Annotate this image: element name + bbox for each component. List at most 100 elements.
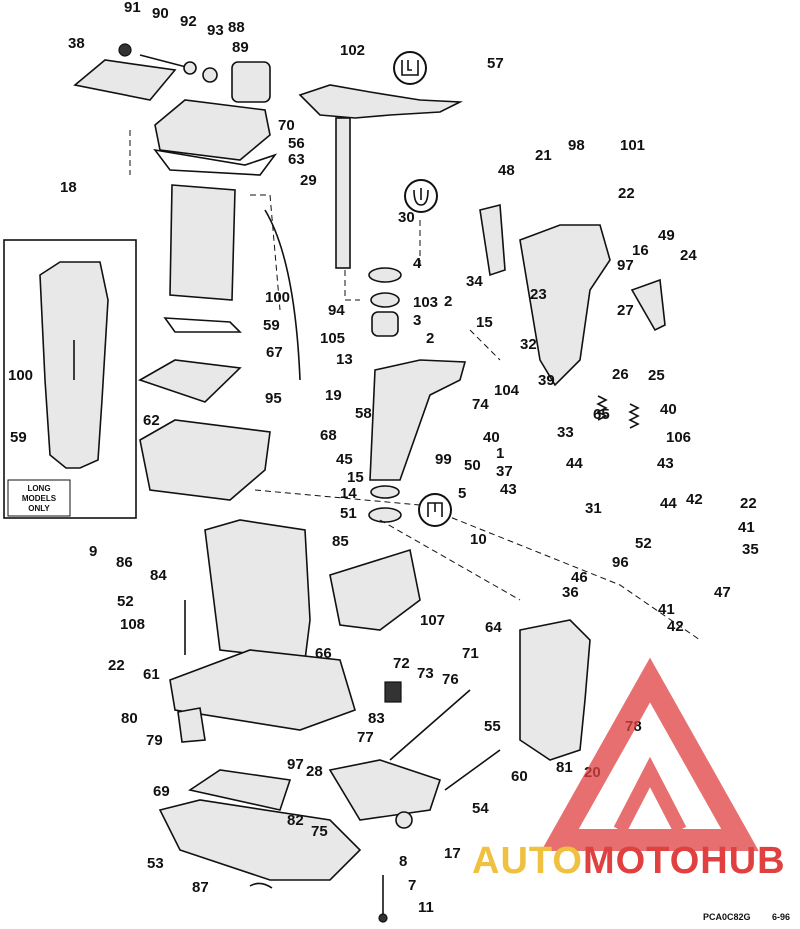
callout-41: 41 [738,519,755,536]
callout-2: 2 [444,293,452,310]
callout-41: 41 [658,601,675,618]
callout-17: 17 [444,845,461,862]
watermark-inner-mark [613,756,687,834]
callout-44: 44 [660,495,677,512]
inset-frame [3,239,137,519]
callout-15: 15 [476,314,493,331]
callout-59: 59 [263,317,280,334]
callout-45: 45 [336,451,353,468]
callout-56: 56 [288,135,305,152]
callout-37: 37 [496,463,513,480]
callout-70: 70 [278,117,295,134]
watermark-brand-auto: AUTO [472,840,583,882]
inset-note-line-1: LONG [27,484,50,493]
callout-92: 92 [180,13,197,30]
callout-40: 40 [483,429,500,446]
callout-52: 52 [117,593,134,610]
part-stern-bracket-28 [519,619,591,761]
callout-107: 107 [420,612,445,629]
part-washer-93 [202,67,218,83]
callout-102: 102 [340,42,365,59]
part-bushing-103 [370,292,400,308]
callout-27: 27 [617,302,634,319]
callout-5: 5 [458,485,466,502]
part-steering-shaft-29 [335,117,351,269]
part-lever-24 [630,278,666,332]
callout-54: 54 [472,800,489,817]
part-gasket-59 [163,317,242,333]
part-plate-60 [187,769,292,811]
callout-4: 4 [413,255,422,272]
assembly-lines [129,130,701,641]
part-steering-arm [298,84,464,119]
part-stern-bracket-23 [519,224,611,387]
callout-67: 67 [266,344,283,361]
part-bushing-3 [371,311,399,337]
figure-code: PCA0C82G [703,912,751,922]
callout-50: 50 [464,457,481,474]
callout-79: 79 [146,732,163,749]
part-cover-64 [329,548,421,631]
long-models-inset: LONG MODELS ONLY [3,239,137,519]
callout-30: 30 [398,209,415,226]
parts [73,43,666,923]
callout-33: 33 [557,424,574,441]
callout-55: 55 [484,718,501,735]
part-nut-6 [378,913,388,923]
callout-52: 52 [635,535,652,552]
callout-61: 61 [143,666,160,683]
callout-13: 13 [336,351,353,368]
callout-38: 38 [68,35,85,52]
callout-68: 68 [320,427,337,444]
callout-95: 95 [265,390,282,407]
callout-1: 1 [496,445,504,462]
part-lower-motor-cover [169,649,356,731]
callout-39: 39 [538,372,555,389]
callout-63: 63 [288,151,305,168]
callout-44: 44 [566,455,583,472]
callout-60: 60 [511,768,528,785]
callout-93: 93 [207,22,224,39]
callout-9: 9 [89,543,97,560]
callout-42: 42 [686,491,703,508]
callout-91: 91 [124,0,141,16]
callout-3: 3 [413,312,421,329]
part-lower-cover-8 [158,799,362,881]
callout-83: 83 [368,710,385,727]
inset-note-line-3: ONLY [28,504,50,513]
callout-46: 46 [571,569,588,586]
callout-77: 77 [357,729,374,746]
watermark-brand-moto: MOTO [583,840,700,882]
callout-72: 72 [393,655,410,672]
callout-47: 47 [714,584,731,601]
callout-22: 22 [618,185,635,202]
callout-101: 101 [620,137,645,154]
callout-7: 7 [408,877,416,894]
callout-108: 108 [120,616,145,633]
callout-99: 99 [435,451,452,468]
callout-36: 36 [562,584,579,601]
callout-103: 103 [413,294,438,311]
callout-18: 18 [60,179,77,196]
part-exhaust-tube [169,184,236,301]
callout-89: 89 [232,39,249,56]
part-exhaust-housing-61 [204,519,311,661]
part-plate-38 [73,59,177,101]
callout-49: 49 [658,227,675,244]
callout-14: 14 [340,485,357,502]
callout-90: 90 [152,5,169,22]
callout-88: 88 [228,19,245,36]
watermark-brand: AUTOMOTOHUB [472,840,786,882]
part-washer-92 [183,61,197,75]
callout-29: 29 [300,172,317,189]
callout-32: 32 [520,336,537,353]
callout-74: 74 [472,396,489,413]
watermark-triangle [541,657,759,851]
callout-97: 97 [287,756,304,773]
callout-73: 73 [417,665,434,682]
callout-58: 58 [355,405,372,422]
callout-104: 104 [494,382,520,399]
